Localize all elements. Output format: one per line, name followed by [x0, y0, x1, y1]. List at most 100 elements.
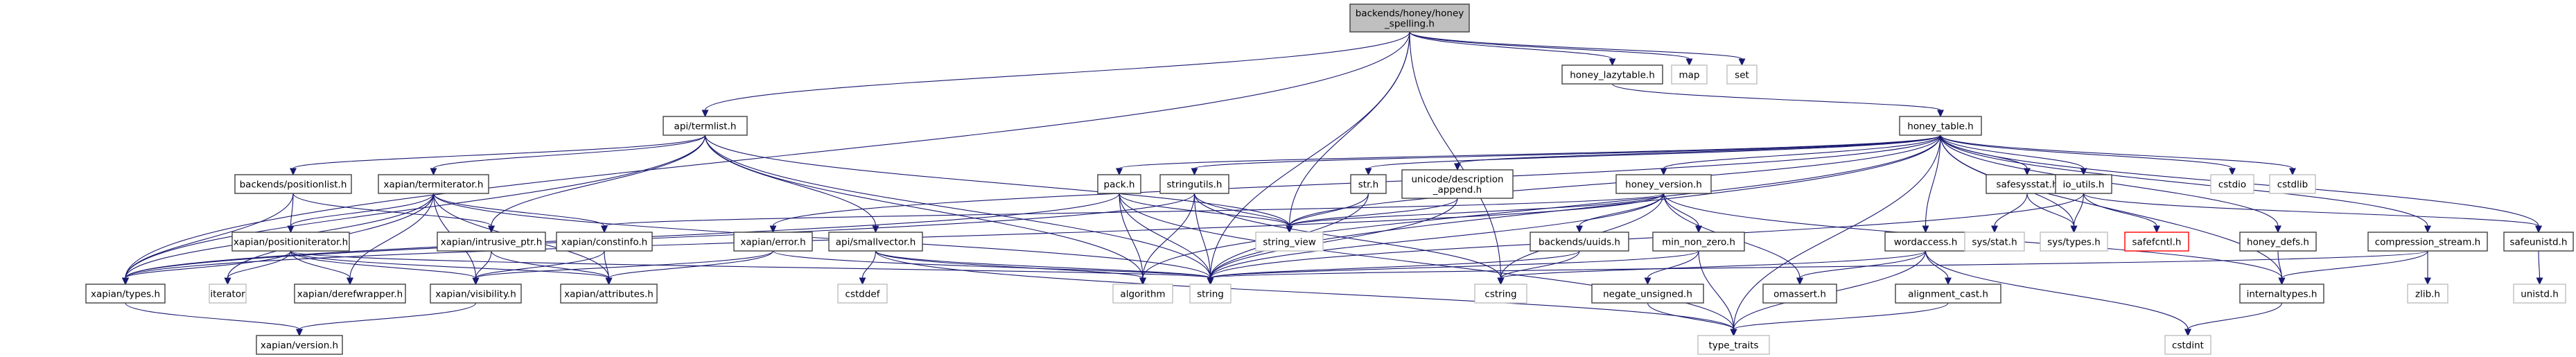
node-positioniterator[interactable]: xapian/positioniterator.h — [231, 232, 350, 252]
node-zlib[interactable]: zlib.h — [2407, 284, 2448, 304]
node-box[interactable] — [1671, 64, 1708, 85]
node-cstdio[interactable]: cstdio — [2210, 174, 2254, 194]
node-io-utils[interactable]: io_utils.h — [2055, 174, 2112, 194]
node-box[interactable] — [2239, 284, 2324, 304]
node-pack[interactable]: pack.h — [1097, 174, 1141, 194]
node-box[interactable] — [1349, 3, 1470, 33]
node-box[interactable] — [2210, 174, 2254, 194]
node-box[interactable] — [1159, 174, 1229, 194]
node-box[interactable] — [256, 335, 343, 355]
node-box[interactable] — [378, 174, 489, 194]
node-honey-version[interactable]: honey_version.h — [1615, 174, 1712, 194]
node-type-traits[interactable]: type_traits — [1697, 335, 1770, 355]
node-attributes[interactable]: xapian/attributes.h — [560, 284, 658, 304]
node-box[interactable] — [1726, 64, 1758, 85]
node-cstddef[interactable]: cstddef — [837, 284, 888, 304]
node-negate-unsigned[interactable]: negate_unsigned.h — [1591, 284, 1704, 304]
node-box[interactable] — [1097, 174, 1141, 194]
node-cstring[interactable]: cstring — [1474, 284, 1527, 304]
node-alignment-cast[interactable]: alignment_cast.h — [1895, 284, 2001, 304]
node-str[interactable]: str.h — [1350, 174, 1387, 194]
node-box[interactable] — [1986, 174, 2069, 194]
node-box[interactable] — [2269, 174, 2316, 194]
node-xapian-types[interactable]: xapian/types.h — [85, 284, 166, 304]
node-uuids[interactable]: backends/uuids.h — [1530, 232, 1629, 252]
node-box[interactable] — [556, 232, 653, 252]
node-safeunistd[interactable]: safeunistd.h — [2503, 232, 2574, 252]
node-box[interactable] — [1474, 284, 1527, 304]
node-termiterator[interactable]: xapian/termiterator.h — [378, 174, 489, 194]
node-box[interactable] — [2513, 284, 2566, 304]
node-compression-stream[interactable]: compression_stream.h — [2367, 232, 2488, 252]
node-xapian-version[interactable]: xapian/version.h — [256, 335, 343, 355]
node-box[interactable] — [1615, 174, 1712, 194]
node-box[interactable] — [1762, 284, 1837, 304]
node-box[interactable] — [1255, 232, 1324, 252]
node-unistd[interactable]: unistd.h — [2513, 284, 2566, 304]
node-box[interactable] — [828, 232, 923, 252]
node-box[interactable] — [1350, 174, 1387, 194]
node-safesysstat[interactable]: safesysstat.h — [1986, 174, 2069, 194]
node-box[interactable] — [837, 284, 888, 304]
node-box[interactable] — [1401, 169, 1514, 199]
node-honey-lazytable[interactable]: honey_lazytable.h — [1561, 64, 1663, 85]
node-map[interactable]: map — [1671, 64, 1708, 85]
node-box[interactable] — [430, 284, 522, 304]
node-wordaccess[interactable]: wordaccess.h — [1884, 232, 1967, 252]
node-box[interactable] — [2367, 232, 2488, 252]
node-algorithm[interactable]: algorithm — [1112, 284, 1173, 304]
node-sys-stat[interactable]: sys/stat.h — [1964, 232, 2025, 252]
node-box[interactable] — [733, 232, 813, 252]
node-box[interactable] — [85, 284, 166, 304]
node-box[interactable] — [1652, 232, 1745, 252]
node-box[interactable] — [2239, 232, 2317, 252]
node-cstdint[interactable]: cstdint — [2164, 335, 2211, 355]
node-box[interactable] — [2055, 174, 2112, 194]
node-honey-table[interactable]: honey_table.h — [1899, 116, 1982, 136]
node-box[interactable] — [2164, 335, 2211, 355]
node-box[interactable] — [1561, 64, 1663, 85]
node-string[interactable]: string — [1189, 284, 1232, 304]
node-box[interactable] — [2407, 284, 2448, 304]
node-honey-defs[interactable]: honey_defs.h — [2239, 232, 2317, 252]
node-box[interactable] — [234, 174, 352, 194]
node-box[interactable] — [1884, 232, 1967, 252]
node-box[interactable] — [209, 284, 247, 304]
node-box[interactable] — [294, 284, 406, 304]
node-box[interactable] — [2040, 232, 2108, 252]
node-box[interactable] — [1530, 232, 1629, 252]
node-string-view[interactable]: string_view — [1255, 232, 1324, 252]
node-box[interactable] — [1697, 335, 1770, 355]
node-set[interactable]: set — [1726, 64, 1758, 85]
node-box[interactable] — [1189, 284, 1232, 304]
node-box[interactable] — [2124, 232, 2189, 252]
node-error[interactable]: xapian/error.h — [733, 232, 813, 252]
node-box[interactable] — [1895, 284, 2001, 304]
node-unicode-desc[interactable]: unicode/description_append.h — [1401, 169, 1514, 199]
node-omassert[interactable]: omassert.h — [1762, 284, 1837, 304]
node-safefcntl[interactable]: safefcntl.h — [2124, 232, 2189, 252]
node-sys-types[interactable]: sys/types.h — [2040, 232, 2108, 252]
node-derefwrapper[interactable]: xapian/derefwrapper.h — [294, 284, 406, 304]
node-box[interactable] — [1112, 284, 1173, 304]
node-box[interactable] — [1964, 232, 2025, 252]
node-internaltypes[interactable]: internaltypes.h — [2239, 284, 2324, 304]
node-root[interactable]: backends/honey/honey_spelling.h — [1349, 3, 1470, 33]
node-box[interactable] — [663, 116, 748, 136]
node-box[interactable] — [437, 232, 546, 252]
node-termlist[interactable]: api/termlist.h — [663, 116, 748, 136]
node-cstdlib[interactable]: cstdlib — [2269, 174, 2316, 194]
node-positionlist[interactable]: backends/positionlist.h — [234, 174, 352, 194]
node-box[interactable] — [1591, 284, 1704, 304]
node-stringutils[interactable]: stringutils.h — [1159, 174, 1229, 194]
node-intrusive-ptr[interactable]: xapian/intrusive_ptr.h — [437, 232, 546, 252]
node-visibility[interactable]: xapian/visibility.h — [430, 284, 522, 304]
node-smallvector[interactable]: api/smallvector.h — [828, 232, 923, 252]
node-min-non-zero[interactable]: min_non_zero.h — [1652, 232, 1745, 252]
node-box[interactable] — [2503, 232, 2574, 252]
node-iterator[interactable]: iterator — [209, 284, 247, 304]
node-box[interactable] — [231, 232, 350, 252]
node-box[interactable] — [1899, 116, 1982, 136]
node-box[interactable] — [560, 284, 658, 304]
node-constinfo[interactable]: xapian/constinfo.h — [556, 232, 653, 252]
